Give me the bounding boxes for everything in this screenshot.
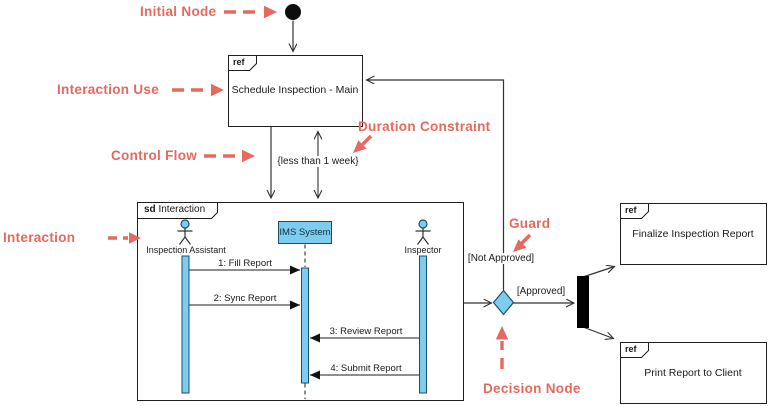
message-label: 1: Fill Report [218,258,272,269]
duration-constraint-annotation-arrow [361,134,373,146]
ref-tab-label: ref [625,344,637,354]
guard-annotation-arrow [520,233,532,245]
annotation-interaction: Interaction [3,230,76,245]
guard-approved: [Approved] [516,286,566,297]
lifeline-label-ims-system: IMS System [279,227,331,238]
ims-system-box [278,221,332,244]
lifeline-label-inspection-assistant: Inspection Assistant [146,245,226,255]
message-label: 4: Submit Report [330,363,402,374]
message-label: 2: Sync Report [213,293,277,304]
annotation-guard: Guard [509,216,551,231]
annotation-arrows [108,10,532,369]
flow-not-approved-back [367,80,505,290]
ref-tab-shape [620,342,649,358]
message-label: 3: Review Report [329,326,403,337]
annotation-interaction-use: Interaction Use [57,82,160,97]
ref-tab-label: ref [625,205,637,215]
guard-not-approved: [Not Approved] [465,253,537,264]
decision-node [492,289,515,316]
activation-bar-inspector [419,255,427,394]
annotation-initial-node: Initial Node [140,4,217,19]
sd-tab-shape [137,202,218,219]
actor-icon-inspector [415,219,431,245]
flow-fork-to-finalize [582,267,615,278]
duration-constraint-text: {less than 1 week} [275,156,361,167]
flow-fork-to-print [582,326,614,339]
annotation-control-flow: Control Flow [111,148,198,163]
print-report-title: Print Report to Client [644,367,742,379]
annotation-arrowheads [129,5,527,340]
ref-tab-shape [620,203,649,219]
interaction-use-title: Schedule Inspection - Main [231,84,359,96]
sd-tab-label: sd Interaction [144,204,205,215]
activation-bar-inspection-assistant [181,255,190,394]
lifeline-label-inspector: Inspector [404,245,442,255]
actor-icon-inspection-assistant [177,219,193,245]
sd-keyword: sd [144,204,156,215]
initial-node [285,4,301,20]
annotation-duration-constraint: Duration Constraint [358,119,491,134]
ref-tab-shape [228,55,257,71]
fork-node [577,276,589,328]
sd-name: Interaction [158,204,206,215]
activation-bar-ims-system [301,267,309,384]
annotation-decision-node: Decision Node [483,381,581,396]
ref-tab-label: ref [233,57,245,67]
finalize-report-title: Finalize Inspection Report [632,228,754,240]
